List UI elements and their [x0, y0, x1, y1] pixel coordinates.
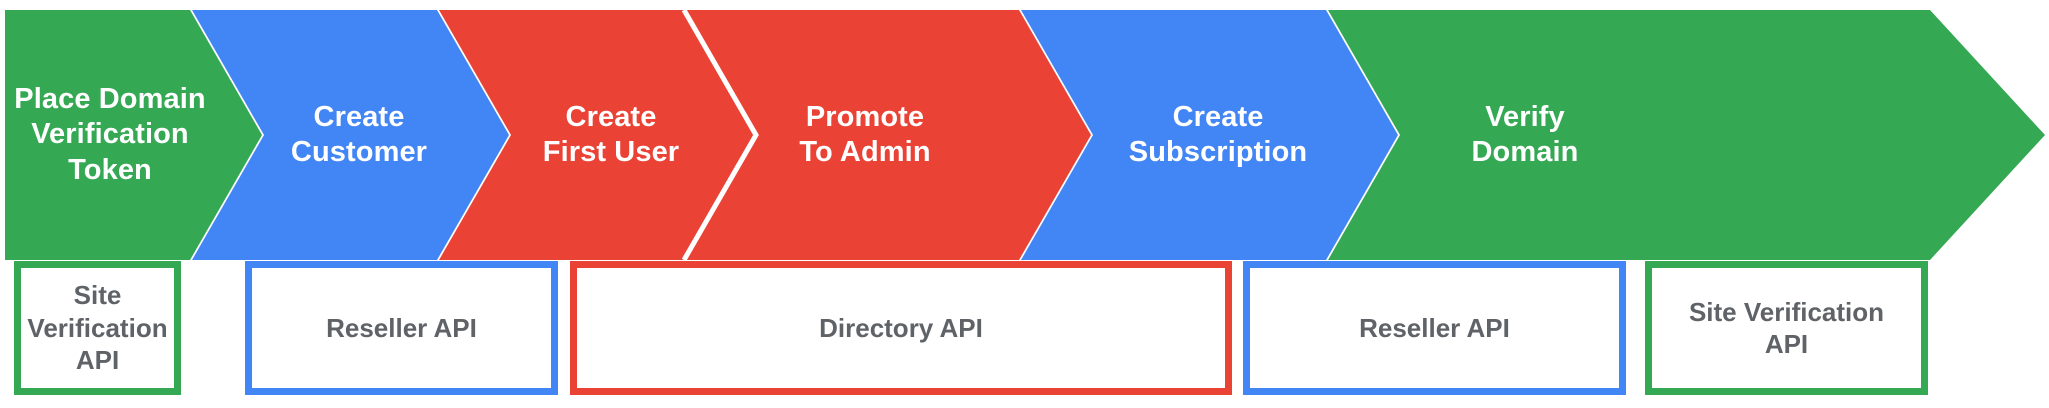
- chevron-step-3-4-shape[interactable]: [439, 10, 1091, 260]
- chevron-step-2-shape[interactable]: [192, 10, 509, 260]
- chevron-step-5-shape[interactable]: [1021, 10, 1398, 260]
- api-box-reseller-1[interactable]: Reseller API: [245, 261, 558, 395]
- api-box-reseller-2[interactable]: Reseller API: [1243, 261, 1626, 395]
- chevron-shapes: [5, 8, 2045, 262]
- api-box-site-verification-2[interactable]: Site Verification API: [1645, 261, 1928, 395]
- chevron-step-1-shape[interactable]: [5, 10, 262, 260]
- api-box-directory[interactable]: Directory API: [570, 261, 1232, 395]
- chevron-step-6-shape[interactable]: [1328, 10, 2045, 260]
- api-box-site-verification-1[interactable]: Site Verification API: [14, 261, 181, 395]
- chevron-red-divider: [681, 8, 759, 262]
